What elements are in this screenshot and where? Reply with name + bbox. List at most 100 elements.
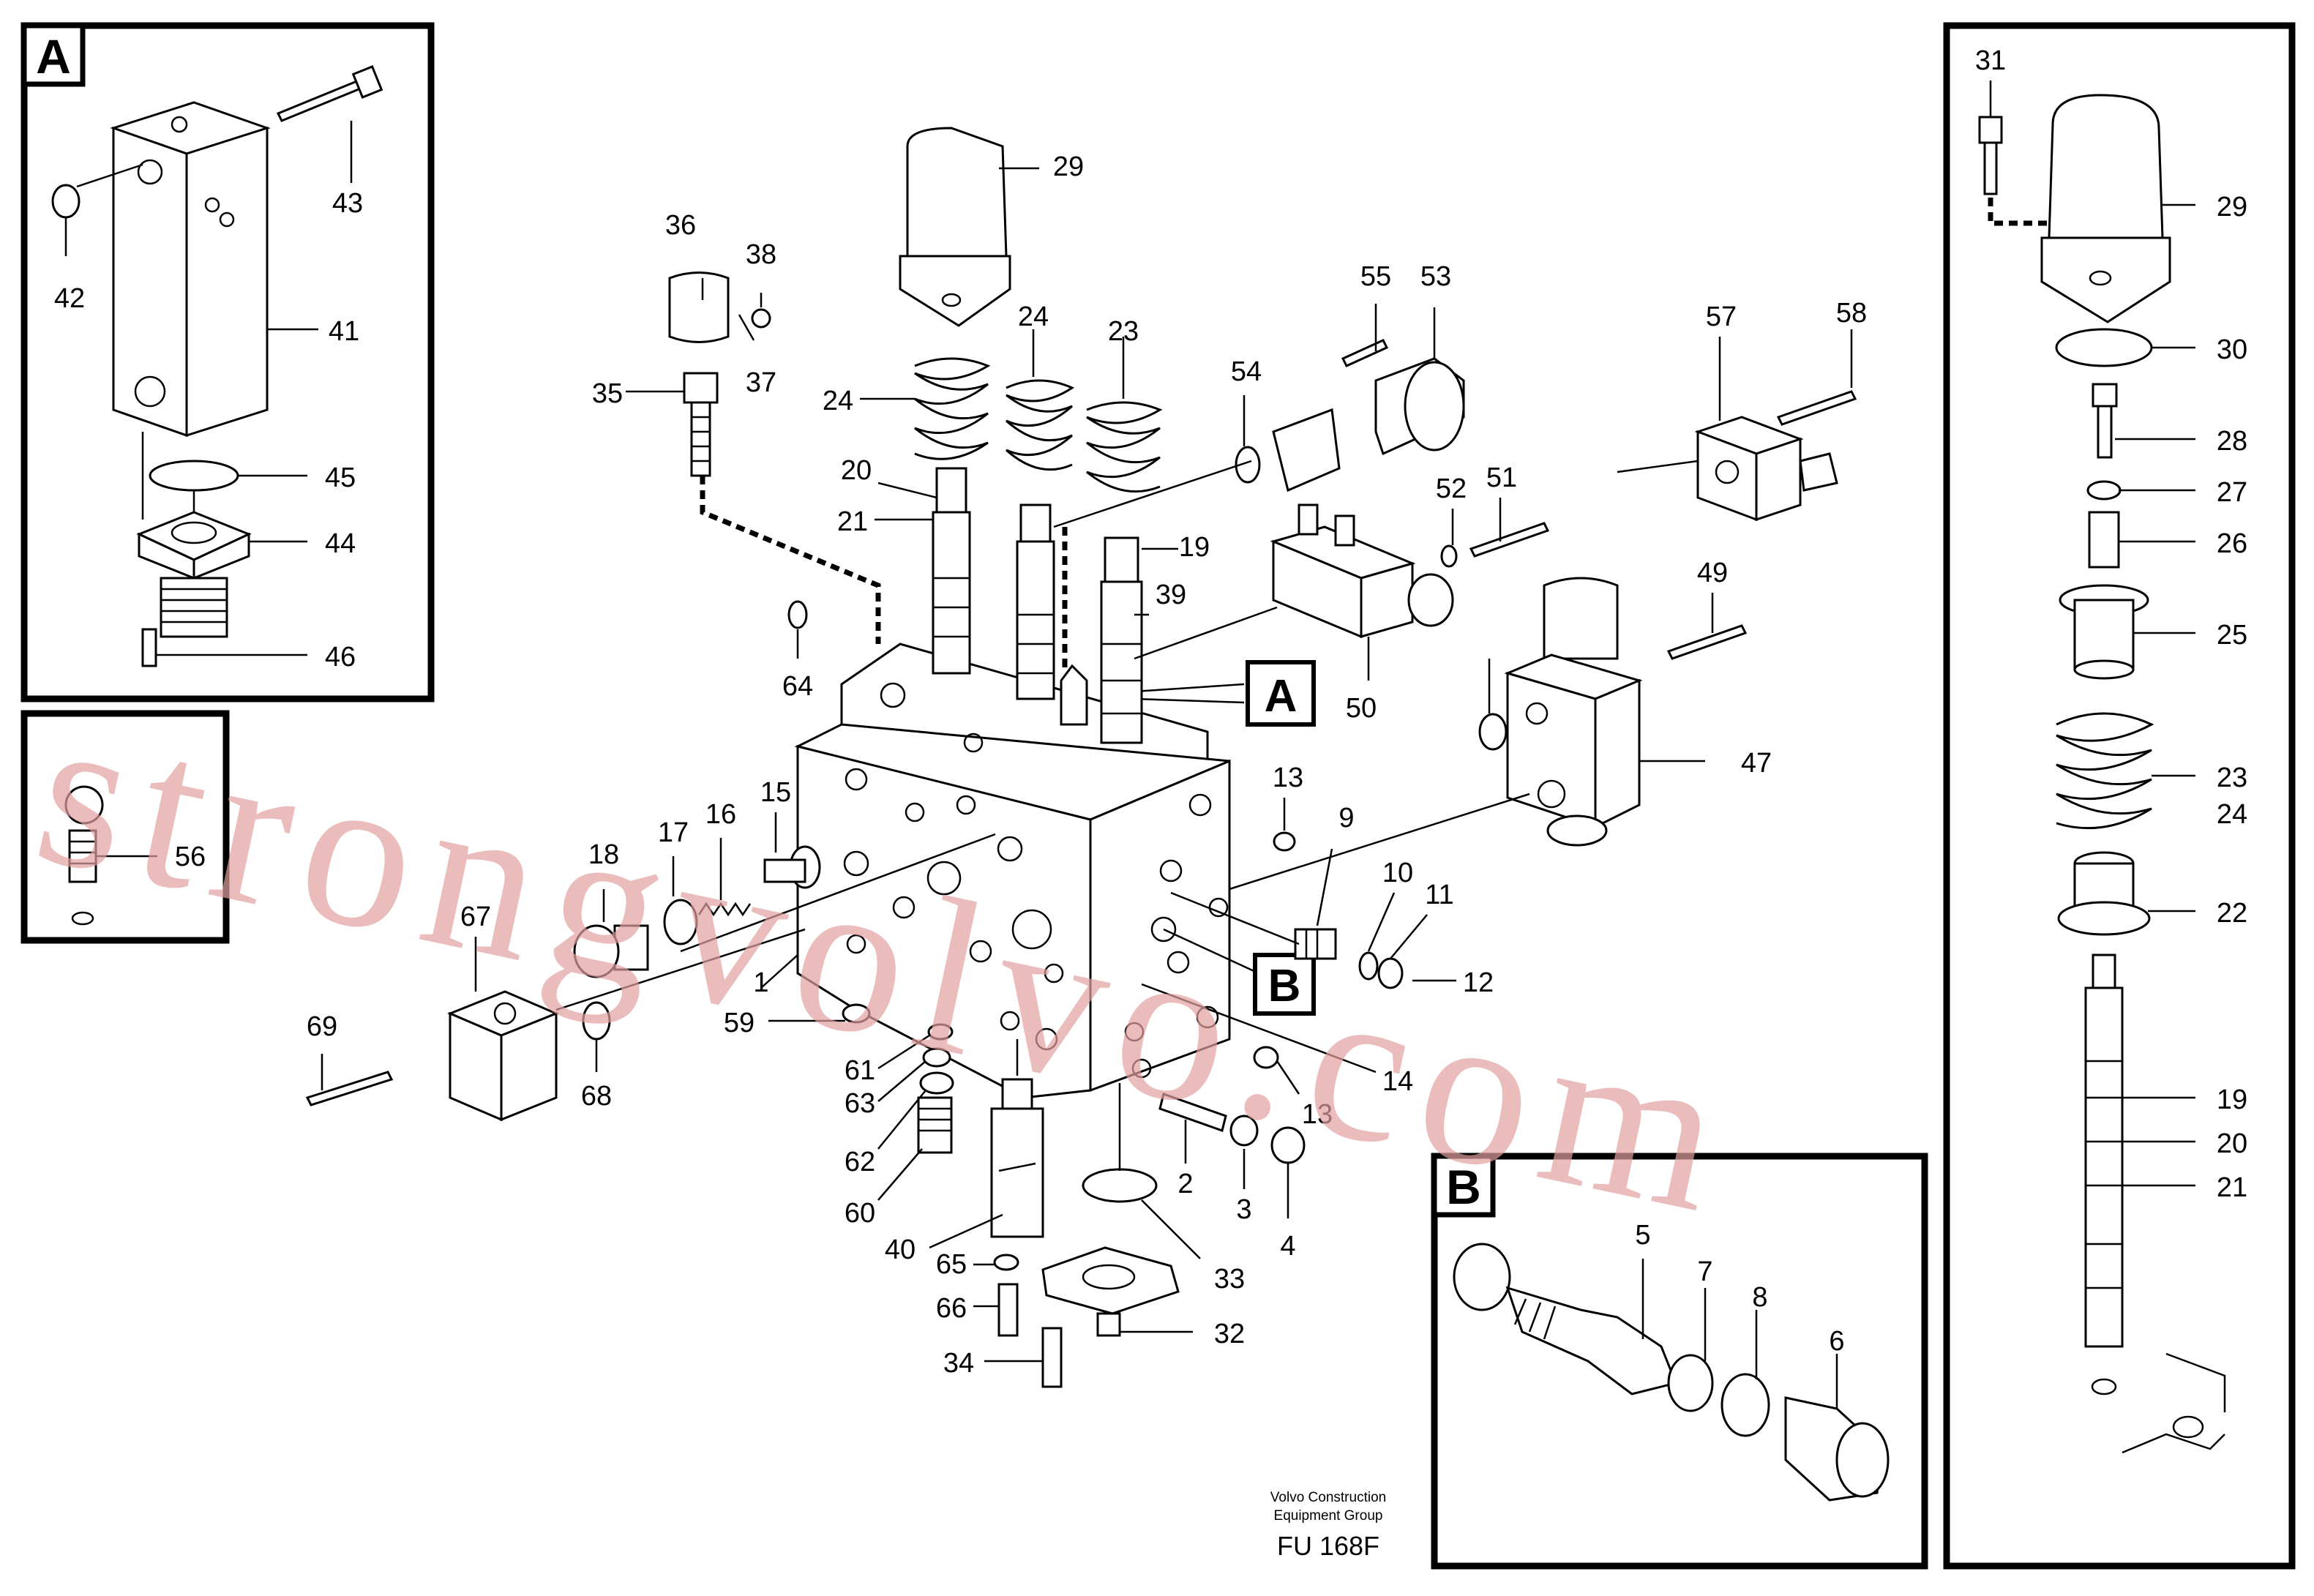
valve-50 (1270, 503, 1454, 639)
o-ring-7 (1667, 1354, 1714, 1412)
part-number-label-50: 50 (1346, 693, 1377, 724)
part-number-label-10: 10 (1382, 858, 1413, 888)
part-number-label-15: 15 (760, 777, 791, 808)
spool-19-21-right (2084, 954, 2124, 1348)
ring-62 (919, 1071, 954, 1095)
part-number-label-37: 37 (746, 367, 776, 398)
o-ring-54 (1235, 446, 1261, 484)
plug-59 (842, 1003, 871, 1024)
plug-13b (1253, 1046, 1279, 1069)
part-number-label-9: 9 (1338, 803, 1354, 833)
part-number-label-29: 29 (2217, 192, 2247, 222)
part-number-label-44: 44 (325, 528, 356, 559)
right-column-panel: 31 29 30 28 27 26 25 23 24 22 19 20 21 (1943, 22, 2296, 1570)
part-number-label-1: 1 (753, 967, 768, 998)
part-number-label-28: 28 (2217, 426, 2247, 457)
part-number-label-11: 11 (1425, 880, 1453, 910)
screw-58 (1776, 390, 1857, 426)
part-number-label-12: 12 (1463, 967, 1494, 998)
part-number-label-56: 56 (175, 842, 206, 872)
part-number-label-66: 66 (936, 1293, 967, 1324)
part-number-label-4: 4 (1280, 1231, 1295, 1262)
part-number-label-49: 49 (1697, 558, 1728, 588)
part-number-label-46: 46 (325, 642, 356, 673)
part-number-label-55: 55 (1360, 261, 1391, 292)
part-number-label-58: 58 (1836, 298, 1867, 329)
part-number-label-24: 24 (1018, 301, 1049, 332)
view-marker-a: A (1134, 660, 1316, 727)
part-number-label-69: 69 (307, 1011, 337, 1042)
part-number-label-27: 27 (2217, 477, 2247, 508)
screw-51 (1469, 522, 1550, 558)
nut-4 (1270, 1126, 1306, 1164)
part-number-label-24: 24 (823, 386, 853, 416)
part-number-label-21: 21 (837, 506, 868, 537)
part-number-label-25: 25 (2217, 620, 2247, 651)
part-number-label-20: 20 (2217, 1128, 2247, 1159)
screw-69 (305, 1071, 394, 1106)
valve-39 (1060, 664, 1088, 726)
part-number-label-62: 62 (845, 1147, 875, 1177)
part-number-label-32: 32 (1214, 1319, 1245, 1349)
o-ring-bottom (2091, 1378, 2117, 1395)
part-number-label-30: 30 (2217, 334, 2247, 365)
seat-25 (2059, 584, 2149, 680)
washer-52 (1440, 544, 1458, 568)
o-ring-48 (1478, 713, 1508, 751)
part-number-label-13: 13 (1273, 763, 1303, 793)
part-number-label-18: 18 (588, 839, 619, 870)
block-57 (1694, 416, 1838, 522)
part-number-label-42: 42 (54, 283, 85, 314)
part-number-label-54: 54 (1231, 356, 1262, 387)
svg-text:B: B (1268, 961, 1301, 1011)
svg-text:A: A (1265, 671, 1298, 722)
o-ring-45 (149, 460, 239, 492)
o-ring-17 (663, 899, 698, 945)
spring-24-mid (1006, 379, 1075, 471)
plug-35 (683, 372, 719, 477)
sleeve-36 (668, 271, 730, 343)
part-number-label-2: 2 (1177, 1169, 1193, 1199)
part-number-label-34: 34 (943, 1348, 974, 1379)
valve-53 (1272, 357, 1465, 492)
part-number-label-39: 39 (1156, 580, 1186, 610)
part-number-label-31: 31 (1975, 45, 2006, 76)
ring-63 (922, 1047, 951, 1068)
svg-text:B: B (1446, 1160, 1481, 1214)
part-number-label-17: 17 (658, 817, 689, 848)
part-number-label-59: 59 (724, 1008, 755, 1038)
svg-text:Equipment Group: Equipment Group (1274, 1508, 1383, 1524)
part-number-label-38: 38 (746, 239, 776, 270)
part-number-label-63: 63 (845, 1088, 875, 1119)
part-number-label-13: 13 (1302, 1099, 1333, 1130)
o-ring-42 (51, 184, 80, 219)
part-number-label-68: 68 (581, 1081, 612, 1112)
screw-43 (276, 65, 383, 122)
part-number-label-53: 53 (1420, 261, 1451, 292)
spool-19 (1100, 536, 1143, 744)
main-valve-body (794, 642, 1231, 1099)
cap-29 (899, 127, 1011, 327)
part-number-label-61: 61 (845, 1055, 875, 1086)
cap-29-right (2040, 94, 2171, 323)
part-number-label-23: 23 (1108, 316, 1139, 347)
part-number-label-29: 29 (1053, 151, 1084, 182)
part-number-label-45: 45 (325, 462, 356, 493)
part-number-label-60: 60 (845, 1198, 875, 1229)
screw-55 (1341, 339, 1389, 367)
screw-46 (141, 628, 157, 667)
washer-27 (2086, 480, 2122, 501)
part-number-label-24: 24 (2217, 799, 2247, 830)
part-number-label-8: 8 (1752, 1282, 1767, 1313)
valve-47 (1504, 577, 1643, 847)
plug-18 (573, 924, 649, 978)
part-number-label-52: 52 (1436, 473, 1467, 504)
screw-34 (1041, 1327, 1063, 1388)
svg-text:FU 168F: FU 168F (1277, 1531, 1379, 1561)
part-number-label-14: 14 (1382, 1066, 1413, 1097)
spool-20-21 (932, 467, 971, 675)
part-number-label-7: 7 (1697, 1256, 1712, 1287)
part-number-label-67: 67 (460, 902, 491, 932)
part-number-label-19: 19 (1179, 532, 1210, 563)
